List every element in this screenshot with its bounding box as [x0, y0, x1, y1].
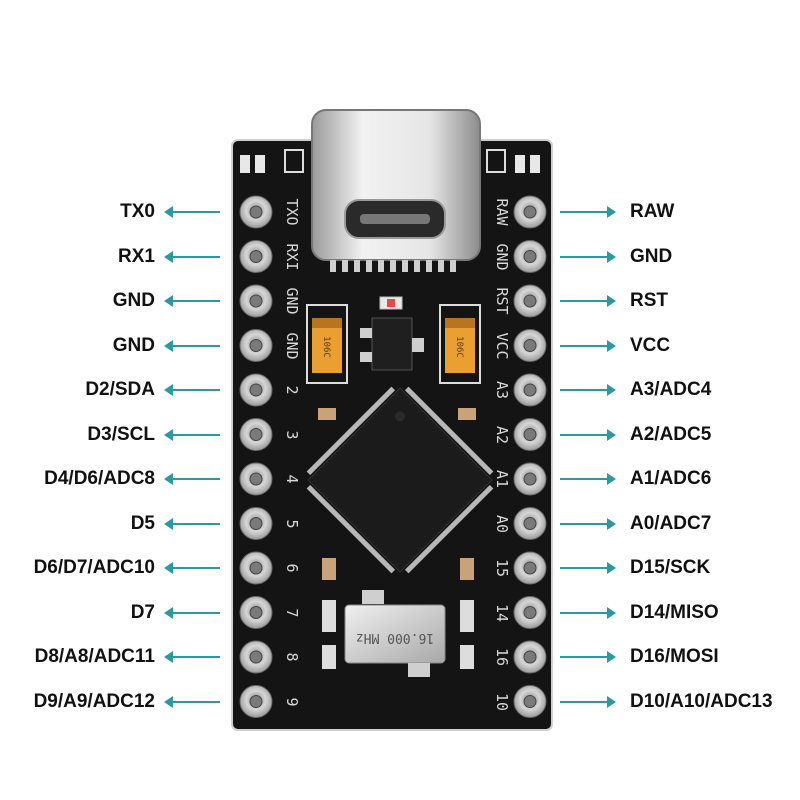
jumper-pads-right — [486, 149, 540, 173]
header-pin-hole — [523, 650, 537, 664]
header-pin-hole — [249, 561, 263, 575]
header-pin-hole — [249, 650, 263, 664]
arrow-right-icon — [560, 606, 616, 619]
right-pin-label: A3/ADC4 — [630, 379, 712, 400]
voltage-regulator — [360, 317, 424, 371]
arrow-left-icon — [164, 250, 220, 263]
left-pin-label: D2/SDA — [85, 379, 155, 400]
arrow-right-icon — [560, 206, 616, 218]
right-pin-label: RST — [630, 290, 668, 311]
arrow-left-icon — [164, 428, 220, 441]
right-pin-label: RAW — [630, 201, 675, 222]
smd-resistors — [318, 408, 476, 580]
header-pin-hole — [523, 205, 537, 219]
header-pin-hole — [523, 250, 537, 263]
header-pin-hole — [523, 472, 537, 486]
board-silk-label: 9 — [283, 696, 301, 707]
arrow-right-icon — [560, 428, 616, 441]
arrow-right-icon — [560, 651, 616, 663]
left-pin-label: RX1 — [118, 245, 155, 267]
left-pin-label: D4/D6/ADC8 — [44, 468, 155, 489]
arrow-right-icon — [560, 339, 616, 352]
arrow-left-icon — [164, 562, 220, 574]
right-pin-label: A2/ADC5 — [630, 423, 712, 445]
right-pin-label: A1/ADC6 — [630, 468, 712, 489]
header-pin-hole — [249, 383, 263, 397]
header-pin-hole — [523, 606, 537, 619]
microcontroller-chip-icon — [306, 386, 494, 574]
arrow-left-icon — [164, 473, 220, 485]
left-pin-label: D3/SCL — [87, 423, 155, 445]
arrow-right-icon — [560, 384, 616, 396]
jumper-pads-left — [240, 149, 304, 173]
capacitor-label: 106C — [321, 336, 331, 358]
arrow-right-icon — [560, 250, 616, 263]
arrow-left-icon — [164, 651, 220, 663]
header-pin-hole — [523, 517, 537, 530]
arrow-right-icon — [560, 562, 616, 574]
header-pin-hole — [523, 695, 537, 708]
arrow-left-icon — [164, 384, 220, 396]
header-pin-hole — [249, 250, 263, 263]
arrow-right-icon — [560, 517, 616, 530]
left-header-pins — [239, 195, 273, 718]
left-pin-label: GND — [112, 334, 155, 356]
left-pin-label: D6/D7/ADC10 — [33, 557, 155, 578]
right-pin-label: A0/ADC7 — [630, 512, 712, 534]
right-pin-label: VCC — [630, 334, 671, 356]
left-pin-label: D9/A9/ADC12 — [33, 690, 155, 712]
header-pin-hole — [523, 561, 537, 575]
header-pin-hole — [523, 428, 537, 441]
header-pin-hole — [523, 339, 537, 352]
right-pin-label: GND — [630, 245, 673, 267]
right-pin-label: D16/MOSI — [630, 646, 719, 667]
tantalum-capacitor-right: 106C — [439, 304, 481, 384]
crystal-oscillator-icon: 16.000 MHz — [344, 590, 446, 677]
header-pin-hole — [523, 383, 537, 397]
header-pin-hole — [249, 294, 263, 308]
left-pin-label: TX0 — [120, 201, 155, 222]
arrow-left-icon — [164, 339, 220, 352]
arrow-left-icon — [164, 695, 220, 708]
header-pin-hole — [249, 695, 263, 708]
arrow-right-icon — [560, 695, 616, 708]
header-pin-hole — [249, 339, 263, 352]
left-pin-label: D8/A8/ADC11 — [34, 646, 155, 667]
usb-c-connector-icon — [311, 109, 481, 272]
header-pin-hole — [249, 428, 263, 441]
left-pin-label: D5 — [130, 512, 155, 534]
arrow-right-icon — [560, 295, 616, 307]
header-pin-hole — [249, 606, 263, 619]
arrow-left-icon — [164, 206, 220, 218]
header-pin-hole — [523, 294, 537, 308]
header-pin-hole — [249, 517, 263, 530]
header-pin-hole — [249, 472, 263, 486]
right-header-pins — [513, 195, 547, 718]
right-pin-label: D10/A10/ADC13 — [630, 690, 773, 712]
right-pin-label: D15/SCK — [630, 557, 711, 578]
left-pin-label: D7 — [130, 601, 155, 623]
header-pin-hole — [249, 205, 263, 219]
arrow-left-icon — [164, 295, 220, 307]
arrow-right-icon — [560, 473, 616, 485]
tantalum-capacitor-left: 106C — [306, 304, 348, 384]
board-silk-label: 10 — [493, 692, 511, 711]
capacitor-label: 106C — [454, 336, 464, 358]
arrow-left-icon — [164, 606, 220, 619]
crystal-label: 16.000 MHz — [356, 630, 434, 645]
arrow-left-icon — [164, 517, 220, 530]
right-pin-label: D14/MISO — [630, 601, 719, 623]
left-pin-label: GND — [112, 290, 155, 311]
